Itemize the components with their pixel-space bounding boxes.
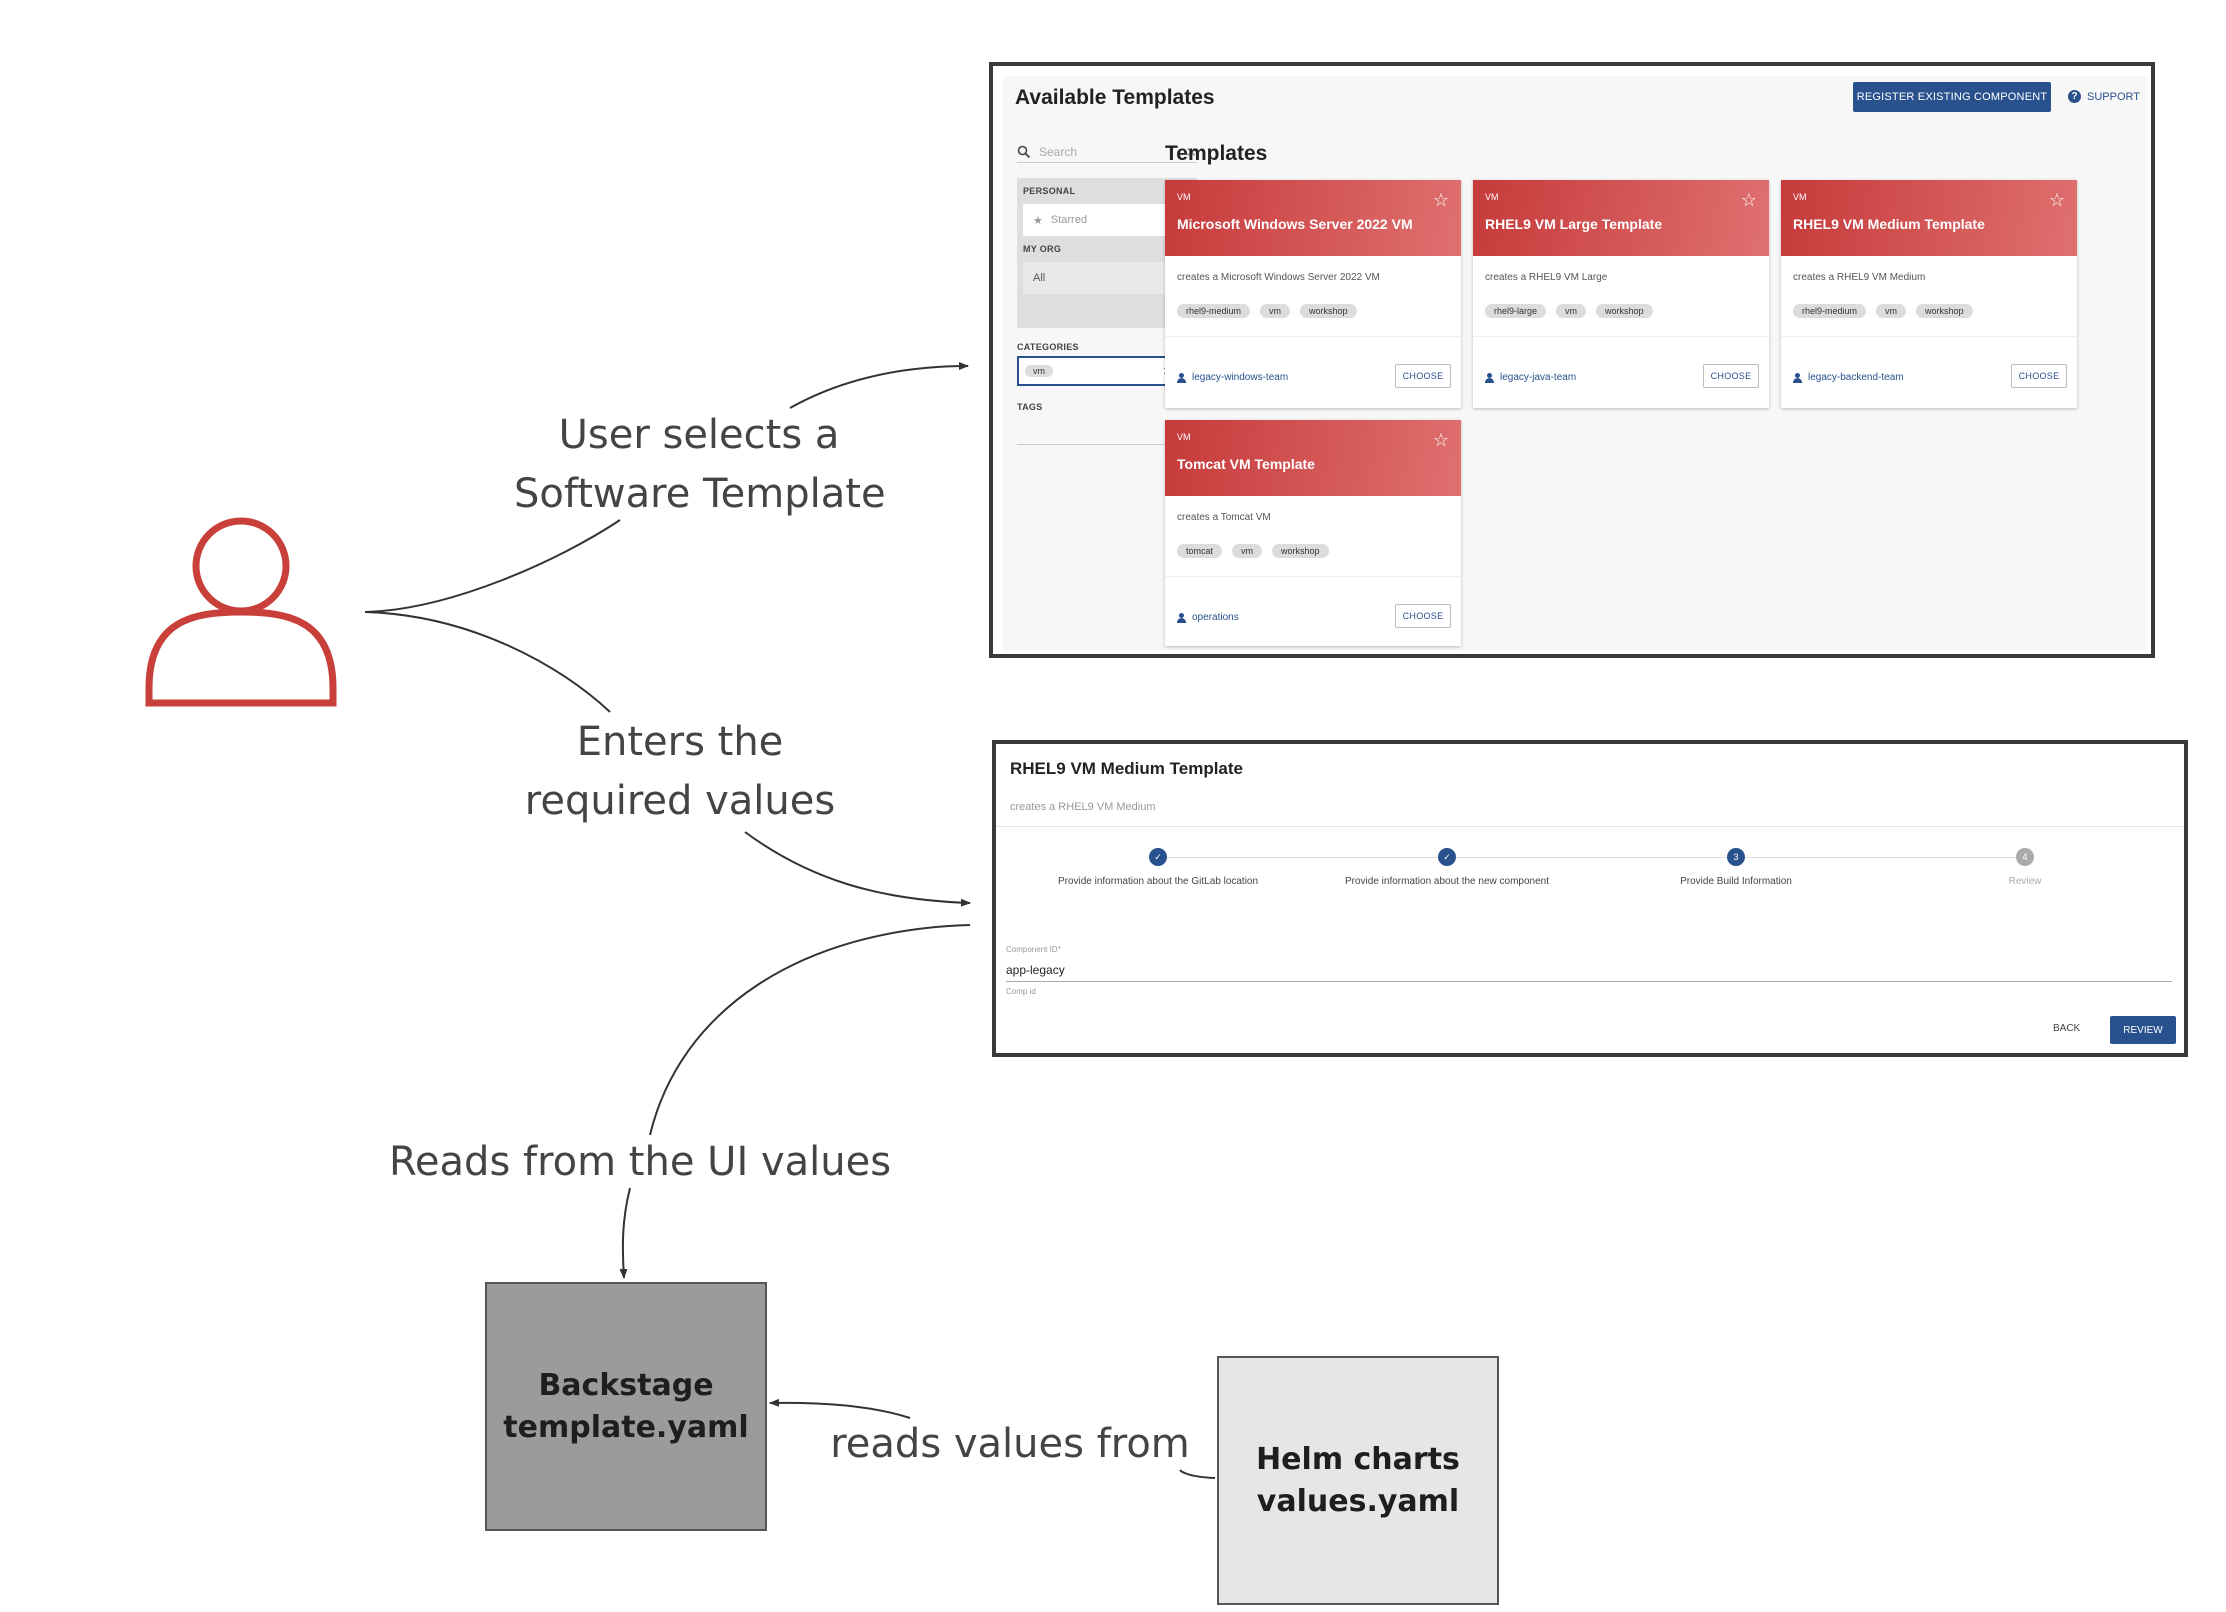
backstage-template-box: Backstage template.yaml — [485, 1282, 767, 1531]
tag-chip[interactable]: workshop — [1596, 304, 1653, 318]
tag-chip[interactable]: rhel9-large — [1485, 304, 1547, 318]
tag-chip[interactable]: rhel9-medium — [1177, 304, 1251, 318]
template-description: creates a RHEL9 VM Medium — [1793, 272, 1926, 283]
choose-button[interactable]: CHOOSE — [1395, 364, 1451, 388]
tag-chip[interactable]: workshop — [1916, 304, 1973, 318]
back-button[interactable]: BACK — [2053, 1023, 2081, 1034]
caption-user-selects: User selects a Software Template — [514, 412, 886, 517]
owner-link[interactable]: operations — [1177, 612, 1239, 623]
step-build-information[interactable]: 3 Provide Build Information — [1596, 848, 1876, 887]
choose-button[interactable]: CHOOSE — [1703, 364, 1759, 388]
page-title: Available Templates — [1015, 86, 1215, 109]
wizard-title: RHEL9 VM Medium Template — [1010, 759, 1243, 778]
tag-chip[interactable]: vm — [1232, 544, 1263, 558]
step-review[interactable]: 4 Review — [1885, 848, 2165, 887]
user-icon — [145, 517, 337, 707]
template-card: VM Microsoft Windows Server 2022 VM ☆ cr… — [1165, 180, 1461, 408]
category-chip[interactable]: vm — [1025, 365, 1053, 377]
person-icon — [1793, 372, 1802, 383]
component-id-label: Component ID* — [1006, 945, 1061, 954]
template-description: creates a Tomcat VM — [1177, 512, 1271, 523]
star-icon[interactable]: ☆ — [1740, 190, 1757, 210]
star-icon[interactable]: ☆ — [2048, 190, 2065, 210]
templates-screenshot: Available Templates REGISTER EXISTING CO… — [989, 62, 2155, 658]
search-icon — [1017, 145, 1031, 159]
support-link[interactable]: ? SUPPORT — [2068, 90, 2140, 103]
categories-label: CATEGORIES — [1017, 342, 1079, 352]
caption-reads-values-from: reads values from — [830, 1421, 1190, 1467]
owner-link[interactable]: legacy-backend-team — [1793, 372, 1904, 383]
connector-to-templates-arrow — [789, 362, 969, 409]
person-icon — [1485, 372, 1494, 383]
tag-chip[interactable]: tomcat — [1177, 544, 1223, 558]
template-description: creates a RHEL9 VM Large — [1485, 272, 1608, 283]
clear-icon[interactable]: ✕ — [1185, 143, 1197, 160]
step-gitlab-location[interactable]: ✓ Provide information about the GitLab l… — [1018, 848, 1298, 887]
step-number-icon: 4 — [2016, 848, 2034, 866]
caption-reads-ui: Reads from the UI values — [388, 1139, 892, 1185]
wizard-screenshot: RHEL9 VM Medium Template creates a RHEL9… — [992, 740, 2188, 1057]
template-name: Tomcat VM Template — [1177, 456, 1315, 472]
register-existing-component-button[interactable]: REGISTER EXISTING COMPONENT — [1853, 82, 2051, 112]
connector-user-to-wizard — [364, 611, 611, 713]
templates-page: Available Templates REGISTER EXISTING CO… — [1003, 76, 2147, 650]
review-button[interactable]: REVIEW — [2110, 1016, 2176, 1044]
owner-link[interactable]: legacy-java-team — [1485, 372, 1576, 383]
connector-to-wizard-arrow — [744, 831, 971, 907]
stepper-line — [1158, 857, 2025, 858]
component-id-input[interactable]: app-legacy — [1006, 963, 1065, 977]
my-org-label: MY ORG — [1023, 244, 1062, 254]
tag-chip[interactable]: workshop — [1272, 544, 1329, 558]
star-icon[interactable]: ☆ — [1432, 190, 1449, 210]
template-name: Microsoft Windows Server 2022 VM — [1177, 216, 1413, 232]
connector-reads-to-backstage — [619, 1187, 631, 1279]
choose-button[interactable]: CHOOSE — [2011, 364, 2067, 388]
check-icon: ✓ — [1438, 848, 1456, 866]
tags-label: TAGS — [1017, 402, 1043, 412]
templates-heading: Templates — [1165, 142, 1268, 165]
check-icon: ✓ — [1149, 848, 1167, 866]
connector-label-to-backstage — [769, 1398, 911, 1419]
connector-user-to-templates — [364, 519, 621, 613]
helm-values-box: Helm charts values.yaml — [1217, 1356, 1499, 1605]
wizard-subtitle: creates a RHEL9 VM Medium — [1010, 801, 1156, 813]
owner-link[interactable]: legacy-windows-team — [1177, 372, 1288, 383]
step-number-icon: 3 — [1727, 848, 1745, 866]
component-id-help: Comp id — [1006, 987, 1036, 996]
template-description: creates a Microsoft Windows Server 2022 … — [1177, 272, 1380, 283]
starred-filter[interactable]: ★ Starred 0 — [1023, 204, 1191, 236]
template-name: RHEL9 VM Large Template — [1485, 216, 1663, 232]
tag-chip[interactable]: vm — [1556, 304, 1587, 318]
step-new-component[interactable]: ✓ Provide information about the new comp… — [1307, 848, 1587, 887]
caption-enters-values: Enters the required values — [524, 719, 836, 824]
tag-chip[interactable]: rhel9-medium — [1793, 304, 1867, 318]
star-icon: ★ — [1033, 214, 1043, 227]
search-input[interactable]: Search ✕ — [1017, 142, 1197, 163]
tag-chip[interactable]: vm — [1260, 304, 1291, 318]
tag-chip[interactable]: vm — [1876, 304, 1907, 318]
personal-label: PERSONAL — [1023, 186, 1076, 196]
star-icon[interactable]: ☆ — [1432, 430, 1449, 450]
connector-helm-to-label — [1179, 1469, 1216, 1479]
choose-button[interactable]: CHOOSE — [1395, 604, 1451, 628]
template-card: VM Tomcat VM Template ☆ creates a Tomcat… — [1165, 420, 1461, 646]
template-name: RHEL9 VM Medium Template — [1793, 216, 1985, 232]
tag-chip[interactable]: workshop — [1300, 304, 1357, 318]
template-card: VM RHEL9 VM Medium Template ☆ creates a … — [1781, 180, 2077, 408]
search-placeholder: Search — [1039, 145, 1078, 159]
person-icon — [1177, 612, 1186, 623]
connector-wizard-to-reads — [649, 924, 971, 1136]
help-icon: ? — [2068, 90, 2081, 103]
person-icon — [1177, 372, 1186, 383]
template-card: VM RHEL9 VM Large Template ☆ creates a R… — [1473, 180, 1769, 408]
